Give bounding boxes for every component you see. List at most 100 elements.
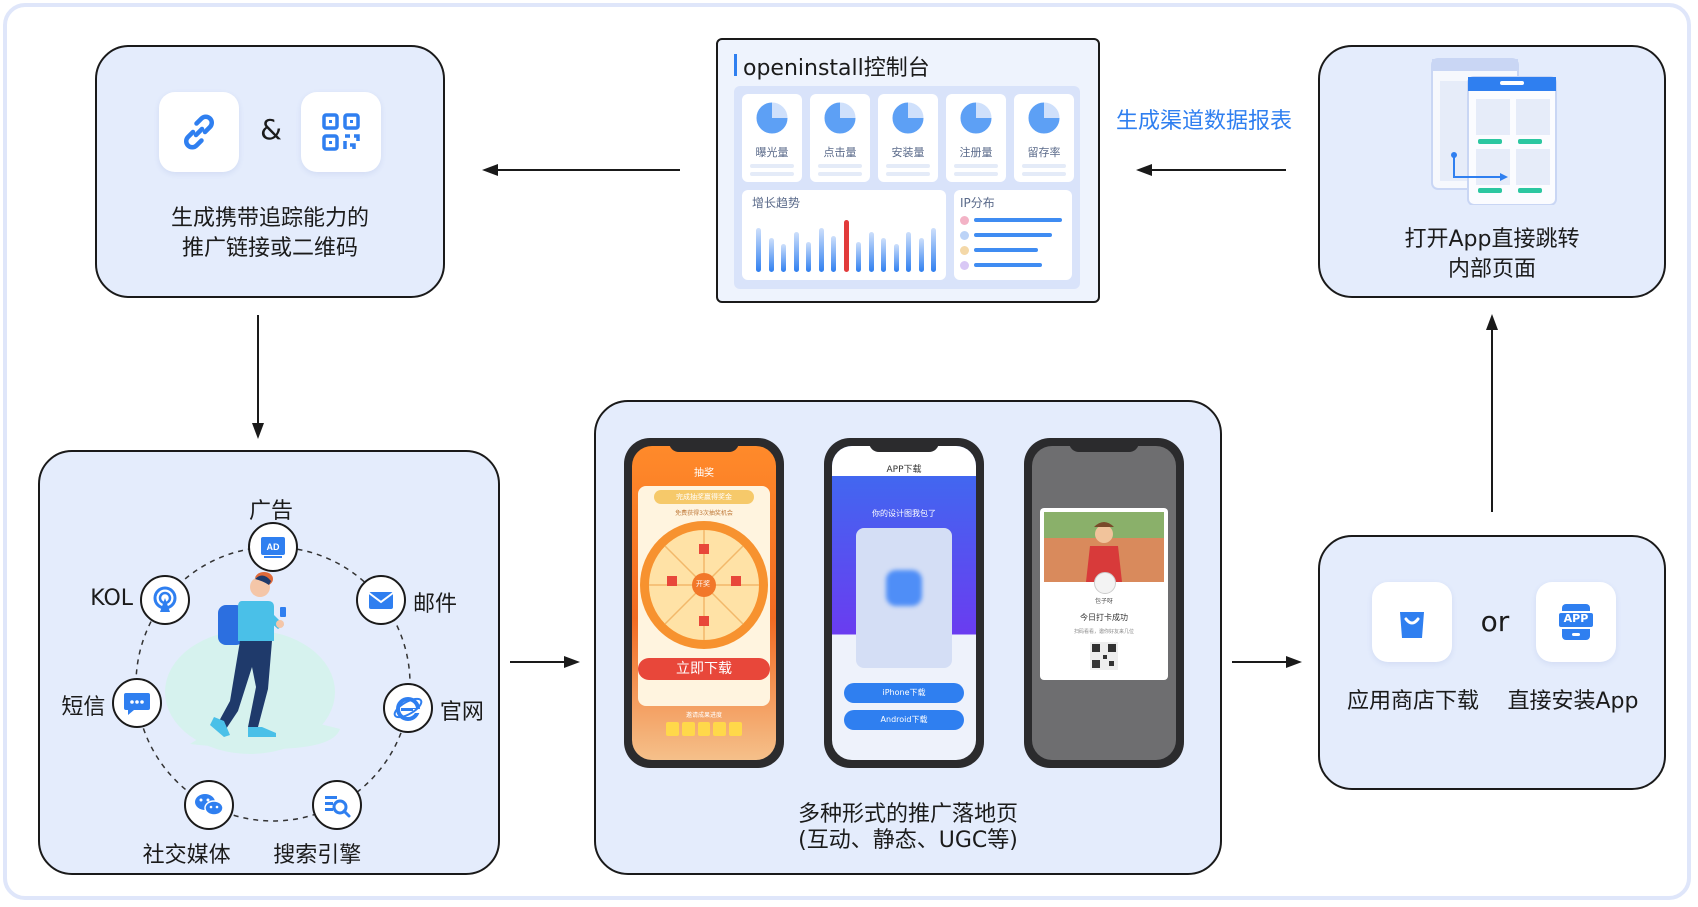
app-pages-icon (1431, 58, 1557, 205)
trend-bar (868, 232, 874, 272)
dashboard-body: 曝光量点击量安装量 注册量留存率 增长趋势 IP分布 (734, 86, 1080, 289)
android-download-button[interactable]: Android下载 (844, 710, 964, 730)
arrow-link-to-channels (252, 315, 264, 439)
pie-chart-icon (891, 101, 925, 135)
channel-node-kol (140, 574, 191, 625)
ip-card: IP分布 (954, 190, 1072, 280)
dashboard-title-bar (734, 54, 737, 76)
open-app-line1: 打开App直接跳转 (1404, 227, 1580, 252)
trend-bar (931, 228, 936, 272)
link-box-line1: 生成携带追踪能力的 (170, 206, 369, 231)
svg-text:AD: AD (267, 542, 280, 552)
metric-card: 曝光量 (742, 94, 802, 182)
metric-bar (886, 172, 930, 176)
metric-bar (1022, 172, 1066, 176)
amp-label: & (260, 113, 282, 146)
channel-label-sms: 短信 (61, 695, 106, 721)
dashboard-panel: openinstall控制台 曝光量点击量安装量 注册量留存率 增长趋势 IP分布 (716, 38, 1100, 303)
app-preview-device (856, 528, 952, 668)
or-label: or (1480, 605, 1510, 638)
metric-bar (954, 164, 998, 168)
store-download-label: 应用商店下载 (1346, 689, 1479, 714)
metric-bar (750, 172, 794, 176)
channel-node-sms (112, 678, 163, 729)
ip-title: IP分布 (960, 196, 995, 210)
arrow-open-app-to-dashboard (1136, 164, 1286, 176)
pie-chart-icon (755, 101, 789, 135)
channel-label-site: 官网 (439, 699, 484, 725)
metric-label: 安装量 (891, 146, 925, 159)
landing-line2: (互动、静态、UGC等) (798, 828, 1018, 853)
link-generation-box: & 生成携带追踪能力的 推广链接或二维码 (95, 45, 445, 298)
checkin-status: 今日打卡成功 (1080, 613, 1128, 622)
iphone-download-button[interactable]: iPhone下载 (844, 683, 964, 703)
arrow-landing-to-install (1232, 656, 1302, 668)
trend-bar (831, 236, 836, 272)
pie-chart-icon (1027, 101, 1061, 135)
phone-notch (1069, 438, 1139, 452)
channel-label-kol: KOL (90, 585, 134, 611)
trend-bar (781, 244, 786, 272)
lottery-download-button[interactable]: 立即下载 (638, 658, 770, 680)
metric-bar (750, 164, 794, 168)
metric-card: 留存率 (1014, 94, 1074, 182)
trend-bar (806, 242, 811, 272)
mail-icon (368, 591, 394, 609)
link-box-line2: 推广链接或二维码 (181, 236, 358, 261)
dashboard-title: openinstall控制台 (743, 56, 930, 81)
channel-node-site (382, 682, 433, 733)
checkin-qrcode (1090, 642, 1118, 670)
search-icon (325, 795, 351, 818)
open-app-line2: 内部页面 (1447, 257, 1536, 282)
trend-bar (881, 238, 886, 272)
app-download-title: APP下载 (886, 465, 922, 475)
diagram-frame (3, 3, 1691, 900)
app-download-tagline: 你的设计图我包了 (872, 509, 936, 518)
ip-dot (960, 246, 969, 255)
metric-bar (886, 164, 930, 168)
channel-node-search (312, 779, 363, 830)
channel-node-mail (355, 574, 406, 625)
app-store-tile (1372, 582, 1452, 662)
prize-wheel (640, 521, 768, 649)
sms-icon (124, 693, 151, 716)
channel-label-mail: 邮件 (412, 591, 457, 617)
trend-bar (793, 232, 799, 272)
wechat-icon (194, 793, 224, 816)
lottery-title: 抽奖 (694, 468, 714, 479)
arrow-dashboard-to-link (482, 164, 680, 176)
checkin-phone: 包子呀 今日打卡成功 扫码看看，邀你好友来几位 (1024, 438, 1184, 768)
trend-bar (756, 228, 761, 272)
lottery-screen: 抽奖 完成抽奖赢得奖金 免费获得3次抽奖机会 开奖 立即下载 邀请成果进度 (632, 446, 776, 760)
shopping-bag-icon (1400, 612, 1424, 638)
metric-card: 注册量 (946, 94, 1006, 182)
metric-card: 安装量 (878, 94, 938, 182)
direct-install-tile: APP (1536, 582, 1616, 662)
app-badge-text: APP (1563, 612, 1589, 625)
ip-dot (960, 231, 969, 240)
trend-bar (768, 238, 774, 272)
metric-label: 留存率 (1027, 146, 1061, 159)
metric-bar (818, 164, 862, 168)
metric-card: 点击量 (810, 94, 870, 182)
channel-label-ad: 广告 (248, 499, 293, 524)
lottery-sub: 免费获得3次抽奖机会 (675, 510, 733, 517)
trend-bar (906, 232, 911, 272)
ip-dot (960, 261, 969, 270)
checkin-name: 包子呀 (1094, 598, 1113, 605)
report-label: 生成渠道数据报表 (1116, 109, 1293, 134)
app-badge-icon (1557, 604, 1595, 640)
lottery-phone: 抽奖 完成抽奖赢得奖金 免费获得3次抽奖机会 开奖 立即下载 邀请成果进度 (624, 438, 784, 768)
pie-chart-icon (823, 101, 857, 135)
trend-bar (843, 220, 849, 272)
arrow-install-to-open-app (1486, 314, 1498, 512)
ip-bar (974, 263, 1042, 267)
channel-node-ad: AD (248, 522, 298, 572)
trend-title: 增长趋势 (752, 196, 801, 210)
trend-card: 增长趋势 (742, 190, 946, 280)
metric-bar (1022, 164, 1066, 168)
avatar (1094, 572, 1116, 594)
ip-bar (974, 218, 1062, 222)
lottery-banner: 完成抽奖赢得奖金 (654, 490, 754, 504)
